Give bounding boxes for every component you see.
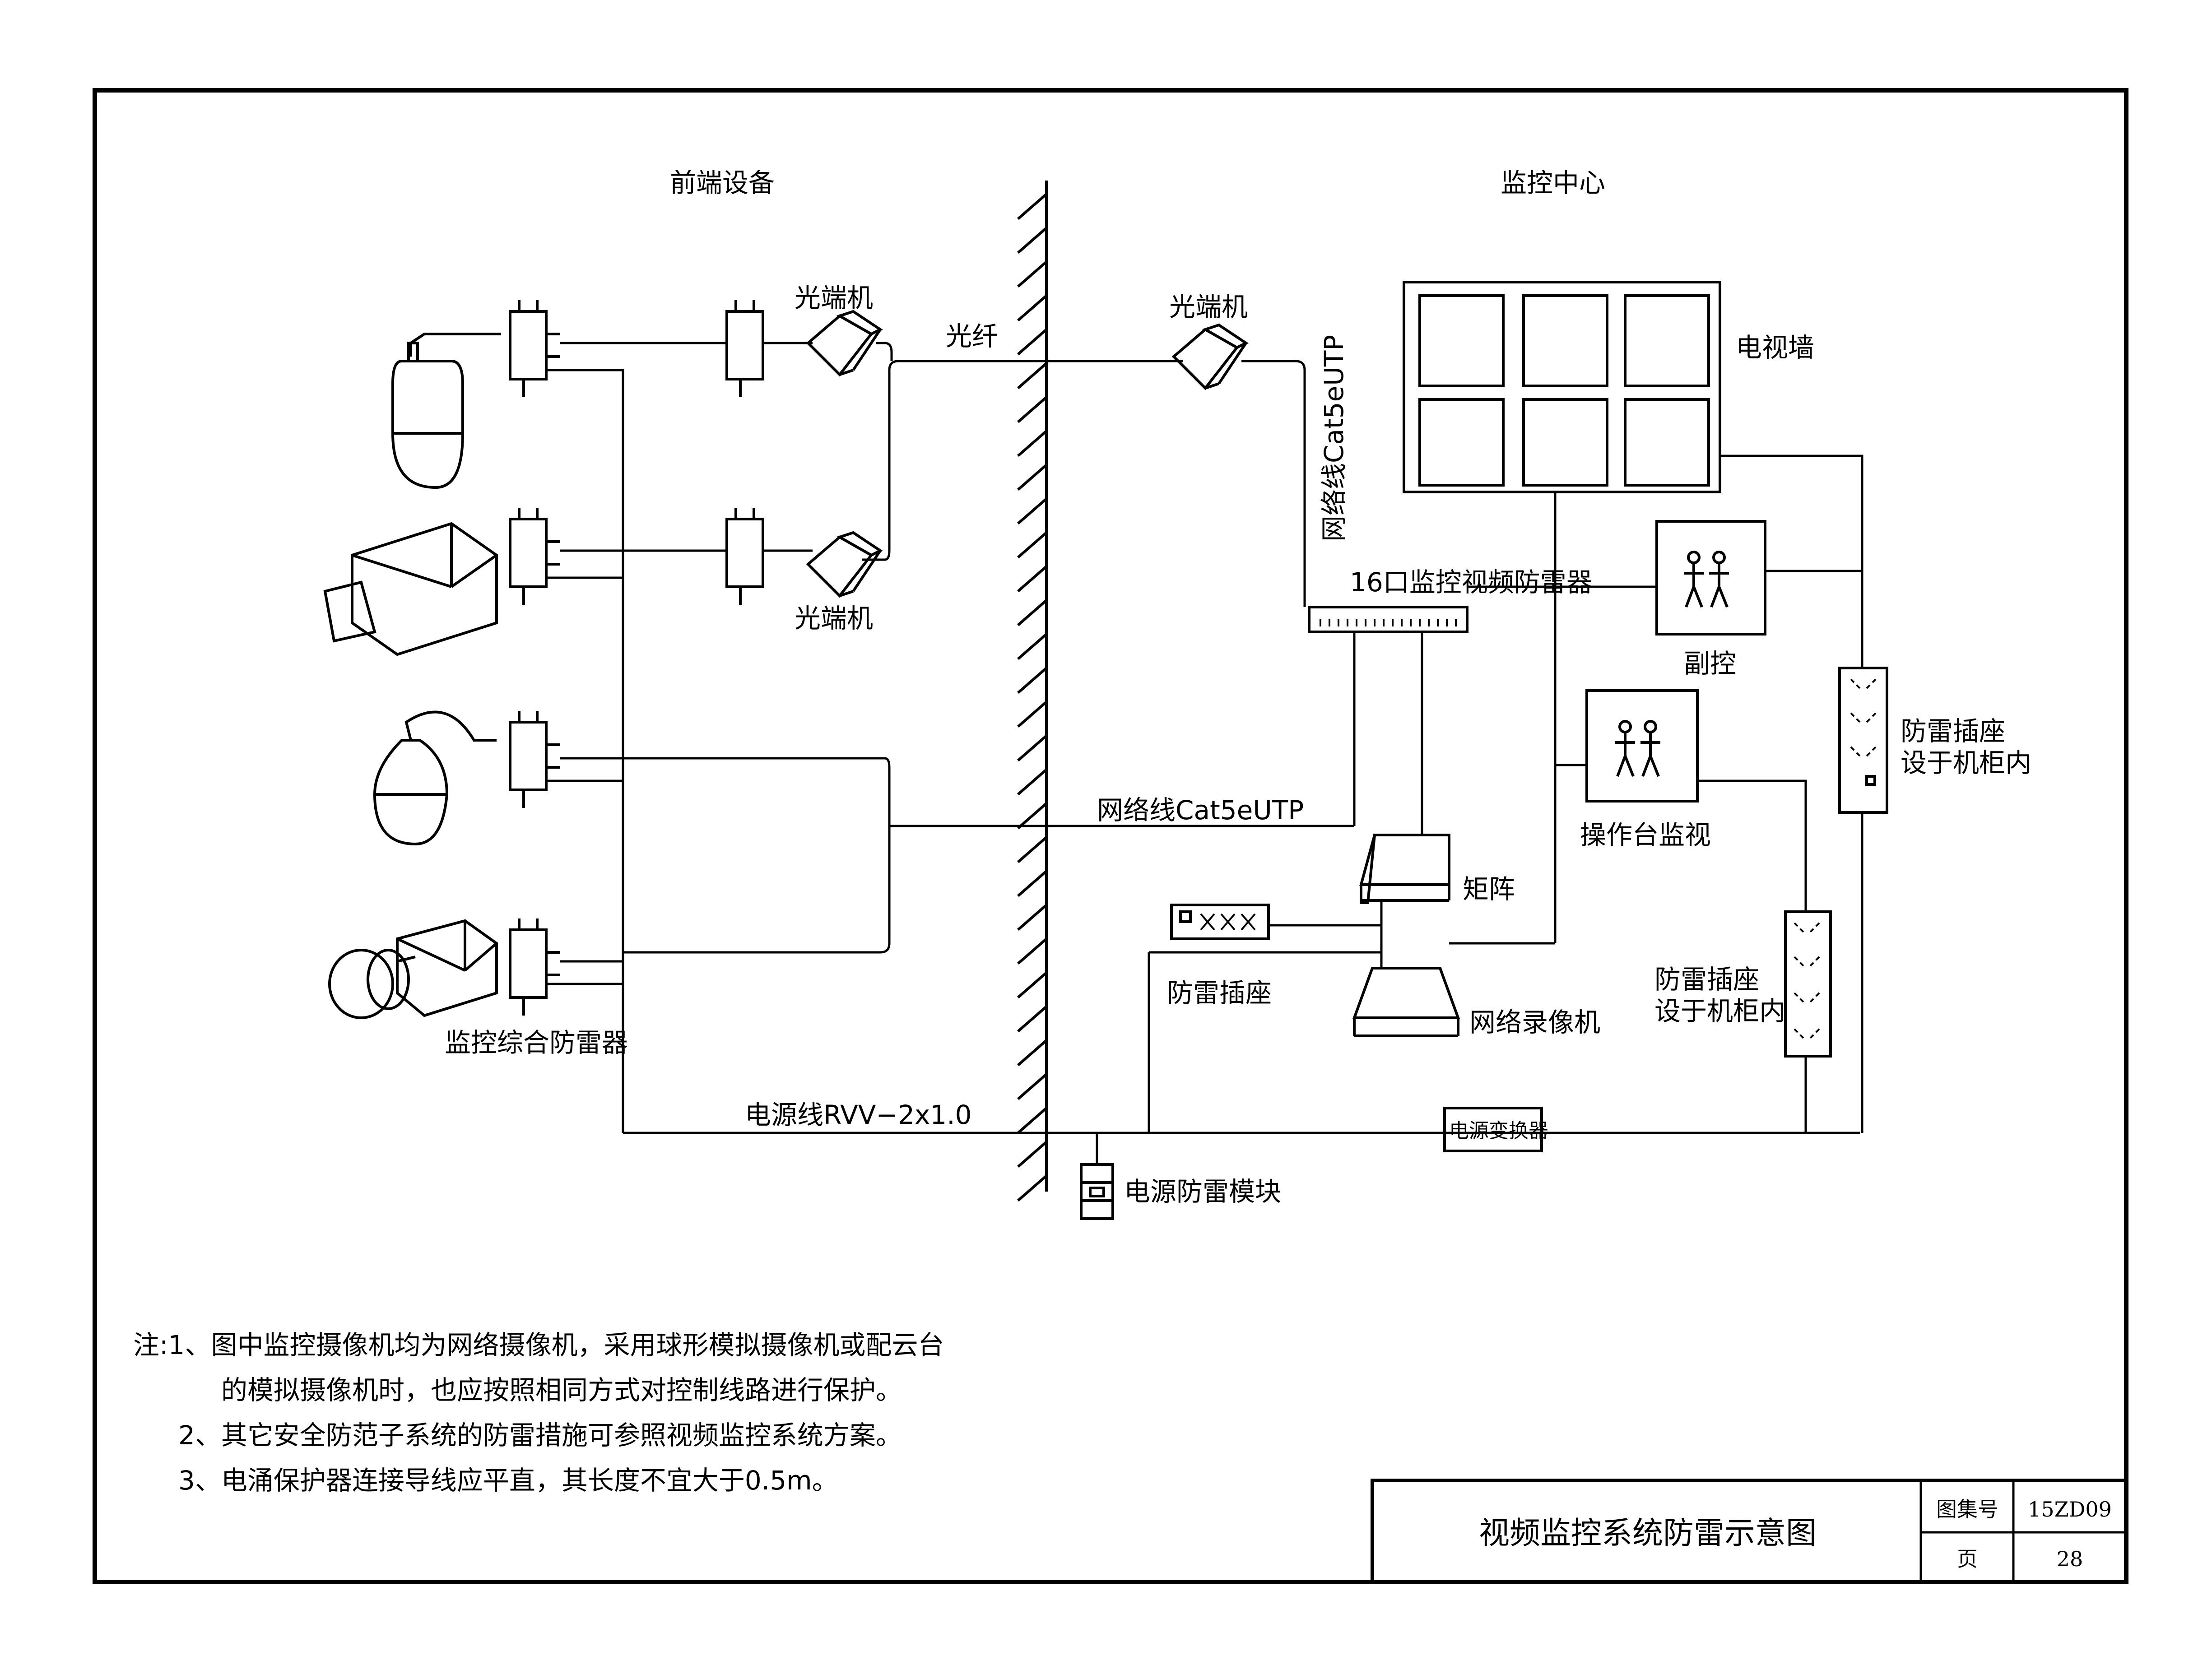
matrix-label: 矩阵 [1463, 874, 1515, 905]
wall-hatch [1017, 768, 1047, 796]
wall-hatch [1017, 904, 1047, 931]
wall-hatch [1017, 260, 1047, 288]
optical-transceiver-label-bottom-left: 光端机 [795, 603, 873, 634]
wall-hatch [1017, 1073, 1047, 1100]
ptz-dome-camera-icon [391, 333, 501, 489]
wall-hatch [1017, 464, 1047, 491]
wall-hatch [1017, 497, 1047, 525]
sub-control-station [1655, 520, 1766, 636]
matrix-device [1359, 834, 1450, 904]
front-equipment-label: 前端设备 [670, 167, 775, 198]
power-converter-box [1443, 1107, 1543, 1152]
optical-transceiver-icon-bottom-left [806, 531, 883, 598]
cabinet-socket-mid-label-1: 防雷插座 [1654, 964, 1759, 995]
atlas-number-value: 15ZD09 [2028, 1497, 2112, 1522]
tv-wall [1403, 281, 1721, 493]
signal-surge-protector-top [725, 300, 764, 397]
wall-hatch [1017, 1141, 1047, 1168]
network-cable-label-vertical: 网络线Cat5eUTP [1319, 335, 1349, 542]
wall-hatch [1017, 1174, 1047, 1202]
wall-hatch [1017, 227, 1047, 254]
console-monitor-station [1585, 689, 1699, 803]
wall-hatch [1017, 565, 1047, 593]
wall-hatch [1017, 937, 1047, 965]
optical-transceiver-icon-top-left [806, 310, 883, 377]
wall-hatch [1017, 633, 1047, 660]
surge-16port-label: 16口监控视频防雷器 [1350, 567, 1593, 598]
wall-hatch [1017, 430, 1047, 457]
wall-hatch [1017, 294, 1047, 322]
wall-hatch [1017, 531, 1047, 559]
wall-hatch [1017, 971, 1047, 999]
integrated-surge-protector-2 [509, 508, 560, 605]
tv-wall-label: 电视墙 [1736, 332, 1814, 363]
cabinet-socket-right-label-2: 设于机柜内 [1901, 747, 2031, 778]
wall-hatch [1017, 396, 1047, 423]
drawing-frame [93, 88, 2128, 1584]
page-value: 28 [2057, 1547, 2083, 1571]
note-line-2: 的模拟摄像机时，也应按照相同方式对控制线路进行保护。 [221, 1375, 902, 1406]
wall-hatch [1017, 836, 1047, 863]
wall-hatch [1017, 1005, 1047, 1033]
drawing-title: 视频监控系统防雷示意图 [1479, 1516, 1817, 1551]
wall-hatch [1017, 667, 1047, 694]
optical-transceiver-label-right: 光端机 [1169, 292, 1248, 322]
power-surge-module [1080, 1163, 1114, 1220]
cabinet-socket-right-label-1: 防雷插座 [1901, 716, 2005, 747]
wall-hatch [1017, 328, 1047, 356]
integrated-surge-label: 监控综合防雷器 [445, 1027, 628, 1058]
cabinet-socket-mid-label-2: 设于机柜内 [1654, 996, 1785, 1026]
wall-hatch [1017, 193, 1047, 220]
atlas-number-label: 图集号 [1936, 1497, 1998, 1522]
integrated-surge-protector-1 [509, 300, 560, 397]
surge-socket-strip [1170, 904, 1270, 940]
wall-hatch [1017, 700, 1047, 728]
fixed-camera-icon [328, 919, 498, 1019]
monitoring-center-label: 监控中心 [1501, 167, 1605, 198]
page-label: 页 [1957, 1547, 1978, 1571]
integrated-surge-protector-4 [509, 918, 560, 1016]
dome-camera-icon [373, 710, 497, 846]
nvr-label: 网络录像机 [1469, 1007, 1600, 1038]
wall-hatch [1017, 1107, 1047, 1134]
console-monitor-label: 操作台监视 [1580, 820, 1711, 850]
title-block [1371, 1479, 2128, 1584]
cabinet-surge-socket-right [1838, 667, 1888, 814]
sub-control-label: 副控 [1684, 648, 1736, 679]
boundary-wall [1017, 181, 1048, 1202]
wall-hatch [1017, 1039, 1047, 1067]
surge-16port-device [1308, 606, 1468, 633]
box-camera-icon [323, 522, 498, 656]
power-line-label: 电源线RVV−2x1.0 [745, 1099, 972, 1130]
wall-hatch [1017, 734, 1047, 762]
wall-hatch [1017, 599, 1047, 626]
optical-transceiver-icon-right [1171, 323, 1249, 390]
integrated-surge-protector-3 [509, 711, 560, 808]
note-line-3: 2、其它安全防范子系统的防雷措施可参照视频监控系统方案。 [178, 1420, 902, 1451]
cabinet-surge-socket-mid [1784, 910, 1832, 1058]
wall-hatch [1017, 802, 1047, 830]
note-line-4: 3、电涌保护器连接导线应平直，其长度不宜大于0.5m。 [178, 1465, 838, 1496]
network-cable-label-horizontal: 网络线Cat5eUTP [1097, 795, 1304, 826]
fiber-label: 光纤 [946, 321, 998, 352]
power-converter-label: 电源变换器 [1449, 1119, 1548, 1142]
signal-surge-protector-bottom [725, 508, 764, 605]
front-wiring [546, 342, 1860, 1134]
surge-socket-label: 防雷插座 [1167, 978, 1272, 1008]
wall-hatch [1017, 362, 1047, 390]
nvr-device [1352, 967, 1460, 1037]
note-line-1: 注:1、图中监控摄像机均为网络摄像机，采用球形模拟摄像机或配云台 [133, 1330, 944, 1360]
wall-hatch [1017, 870, 1047, 897]
center-wiring [1096, 360, 1863, 1164]
optical-transceiver-label-top-left: 光端机 [795, 283, 873, 313]
power-surge-module-label: 电源防雷模块 [1124, 1176, 1281, 1207]
